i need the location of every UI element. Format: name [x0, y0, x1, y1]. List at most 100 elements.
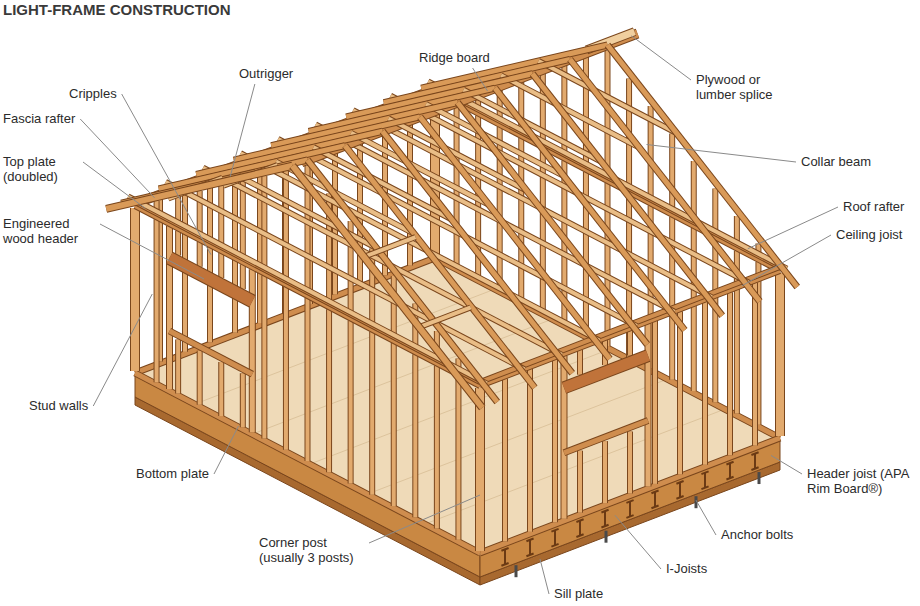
lumber-edge	[552, 359, 558, 522]
lumber-member	[753, 283, 757, 446]
lumber-member	[370, 332, 374, 495]
leader-line	[771, 455, 802, 474]
lumber-edge	[197, 351, 203, 405]
lumber-edge	[645, 324, 652, 487]
callout-label: Collar beam	[800, 154, 872, 169]
leader-line	[748, 207, 838, 249]
i-joist-web	[504, 549, 506, 564]
lumber-member	[198, 242, 202, 267]
lumber-member	[456, 377, 460, 540]
lumber-member	[503, 378, 507, 541]
lumber-member	[713, 189, 717, 232]
i-joist-flange	[676, 481, 683, 484]
lumber-member	[308, 160, 498, 402]
leader-line	[647, 145, 797, 163]
leader-line	[540, 559, 549, 594]
leader-line	[615, 515, 661, 569]
lumber-edge	[197, 242, 203, 267]
lumber-edge	[305, 298, 311, 461]
i-joist-flange	[526, 553, 533, 556]
lumber-member	[420, 117, 610, 359]
lumber-edge	[775, 273, 785, 436]
leader-line	[473, 68, 488, 91]
roof-framing	[106, 32, 797, 408]
lumber-member	[435, 366, 439, 529]
lumber-edge	[464, 90, 602, 162]
lumber-member	[131, 208, 139, 371]
i-joist-flange	[726, 477, 733, 480]
callout-label: Plywood or lumber splice	[695, 72, 795, 102]
lumber-member	[170, 258, 253, 301]
lumber-edge	[475, 388, 485, 551]
lumber-member	[426, 104, 564, 176]
i-joist-flange	[601, 525, 608, 528]
lumber-member	[501, 75, 639, 147]
leader-line	[80, 119, 154, 198]
lumber-edge	[564, 421, 648, 453]
lumber-edge	[348, 321, 354, 484]
lumber-edge	[362, 237, 416, 258]
leader-line	[100, 224, 204, 279]
lumber-edge	[420, 117, 610, 359]
lumber-edge	[608, 45, 798, 287]
i-joist-flange	[651, 506, 658, 509]
i-joist-web	[654, 492, 656, 507]
leader-line	[696, 500, 716, 535]
anchor-bolt	[515, 565, 518, 577]
lumber-member	[678, 311, 682, 474]
i-joist-web	[529, 540, 531, 555]
lumber-edge	[533, 74, 723, 316]
lumber-edge	[351, 133, 489, 205]
lumber-edge	[130, 208, 140, 371]
i-joist-flange	[751, 467, 758, 470]
subfloor-seam	[365, 380, 665, 495]
lumber-member	[314, 147, 452, 219]
lumber-edge	[283, 287, 289, 450]
lumber-member	[306, 298, 310, 461]
lumber-edge	[369, 332, 375, 495]
lumber-edge	[564, 356, 648, 388]
lumber-edge	[314, 147, 452, 219]
lumber-edge	[175, 340, 181, 394]
callout-label: Stud walls	[28, 398, 89, 413]
lumber-member	[383, 131, 573, 373]
lumber-member	[608, 45, 798, 287]
lumber-member	[293, 166, 483, 408]
lumber-member	[476, 388, 484, 551]
lumber-member	[670, 134, 674, 209]
lumber-member	[327, 309, 331, 472]
lumber-edge	[412, 354, 418, 517]
lumber-member	[219, 362, 223, 416]
panel	[135, 260, 780, 555]
lumber-edge	[293, 166, 483, 408]
lumber-edge	[240, 373, 246, 427]
i-joist-flange	[676, 496, 683, 499]
lumber-member	[362, 237, 416, 258]
i-joist-flange	[726, 462, 733, 465]
lumber-member	[628, 432, 632, 494]
ceiling-joists	[128, 81, 787, 383]
i-joist-flange	[526, 538, 533, 541]
lumber-member	[653, 321, 657, 484]
lumber-edge	[128, 196, 487, 383]
leader-line	[230, 84, 255, 177]
lumber-edge	[326, 309, 332, 472]
callout-label: Sill plate	[553, 586, 604, 601]
lumber-edge	[240, 264, 246, 289]
lumber-edge	[154, 219, 160, 382]
lumber-edge	[475, 388, 485, 551]
i-joist-web	[604, 511, 606, 526]
lumber-member	[155, 219, 159, 382]
i-joist-flange	[701, 486, 708, 489]
lumber-edge	[501, 75, 639, 147]
lumber-edge	[775, 273, 785, 436]
i-joist-web	[554, 530, 556, 545]
lumber-member	[284, 287, 288, 450]
i-joist-flange	[626, 500, 633, 503]
i-joist-flange	[501, 563, 508, 566]
lumber-edge	[627, 432, 633, 494]
callout-label: Top plate (doubled)	[2, 154, 79, 184]
i-joist-web	[629, 502, 631, 517]
lumber-member	[578, 451, 582, 513]
